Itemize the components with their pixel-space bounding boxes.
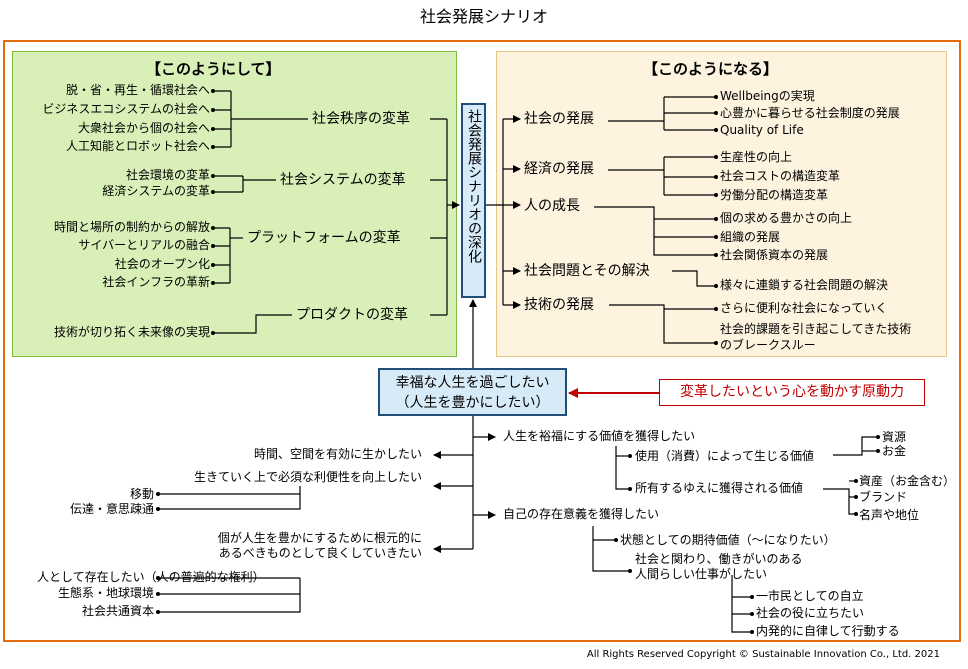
left-group-label: 社会システムの変革 <box>280 172 406 188</box>
left-item: 人工知能とロボット社会へ <box>65 139 210 153</box>
right-item: 様々に連鎖する社会問題の解決 <box>720 278 889 292</box>
lower-right-item: 名声や地位 <box>859 508 920 522</box>
left-item: 大衆社会から個の社会へ <box>77 121 210 135</box>
lower-left-item: 社会共通資本 <box>81 604 154 618</box>
right-item: 個の求める豊かさの向上 <box>720 211 853 225</box>
left-item: 時間と場所の制約からの解放 <box>53 220 210 234</box>
right-group-label: 経済の発展 <box>524 161 594 177</box>
left-group-label: プロダクトの変革 <box>296 307 408 323</box>
right-item: さらに便利な社会になっていく <box>720 301 888 315</box>
right-group-label: 人の成長 <box>524 198 580 214</box>
left-group-label: 社会秩序の変革 <box>312 111 410 127</box>
lower-right-item: お金 <box>882 444 907 458</box>
right-item: 社会的課題を引き起こしてきた技術 <box>720 322 912 336</box>
left-item: 技術が切り拓く未来像の実現 <box>53 325 210 339</box>
lower-left-label: 時間、空間を有効に生かしたい <box>253 447 422 461</box>
copyright: All Rights Reserved Copyright © Sustaina… <box>586 649 940 660</box>
lower-left-item: 移動 <box>129 487 154 501</box>
lower-right-item: ブランド <box>859 490 908 504</box>
lower-left-label: 生きていく上で必須な利便性を向上したい <box>193 470 422 484</box>
page-title: 社会発展シナリオ <box>419 7 548 26</box>
lower-right-item: 資産（お金含む） <box>859 474 956 488</box>
right-panel <box>496 51 947 357</box>
right-group-label: 技術の発展 <box>524 297 594 313</box>
left-panel-header: 【このようにして】 <box>146 60 281 78</box>
right-item: 心豊かに暮らせる社会制度の発展 <box>720 106 900 120</box>
lower-right-label: 自己の存在意義を獲得したい <box>503 507 660 521</box>
left-item: 経済システムの変革 <box>102 184 210 198</box>
right-item: のブレークスルー <box>720 338 816 352</box>
lower-right-item: 社会の役に立ちたい <box>756 606 865 620</box>
outer-frame <box>3 40 961 642</box>
lower-right-item: 内発的に自律して行動する <box>756 624 900 638</box>
left-item: 社会インフラの革新 <box>102 275 210 289</box>
lower-right-label: 所有するゆえに獲得される価値 <box>635 481 804 495</box>
right-group-label: 社会の発展 <box>524 111 594 127</box>
lower-left-item: 伝達・意思疎通 <box>69 502 154 516</box>
left-item: 脱・省・再生・循環社会へ <box>65 83 210 97</box>
right-item: 社会コストの構造変革 <box>720 169 841 183</box>
happy-line1: 幸福な人生を過ごしたい <box>395 375 550 391</box>
right-item: 社会関係資本の発展 <box>720 248 829 262</box>
driving-force-box: 変革したいという心を動かす原動力 <box>659 379 925 406</box>
left-item: 社会のオープン化 <box>114 257 210 271</box>
right-item: 生産性の向上 <box>720 150 793 164</box>
left-group-label: プラットフォームの変革 <box>247 230 401 246</box>
right-group-label: 社会問題とその解決 <box>524 263 650 279</box>
left-item: サイバーとリアルの融合 <box>78 238 210 252</box>
left-item: ビジネスエコシステムの社会へ <box>42 102 210 116</box>
lower-right-label: 社会と関わり、働きがいのある <box>635 552 803 566</box>
lower-left-item: 人として存在したい（人の普遍的な権利） <box>37 570 265 584</box>
lower-right-item: 資源 <box>882 430 907 444</box>
left-item: 社会環境の変革 <box>125 168 210 182</box>
lower-left-item: 生態系・地球環境 <box>57 586 154 600</box>
lower-right-item: 一市民としての自立 <box>756 589 864 603</box>
right-item: 組織の発展 <box>720 230 781 244</box>
lower-left-label: 個が人生を豊かにするために根元的に <box>217 531 422 545</box>
lower-left-label: あるべきものとして良くしていきたい <box>218 546 422 560</box>
left-panel <box>12 51 457 357</box>
right-item: Quality of Life <box>720 123 804 137</box>
right-item: Wellbeingの実現 <box>720 89 815 103</box>
right-item: 労働分配の構造変革 <box>720 188 829 202</box>
center-scenario-text: 社会発展シナリオの深化 <box>466 109 482 263</box>
happy-life-box: 幸福な人生を過ごしたい （人生を豊かにしたい） <box>378 368 567 416</box>
lower-right-label: 人生を裕福にする価値を獲得したい <box>503 429 696 443</box>
center-scenario-box: 社会発展シナリオの深化 <box>461 103 486 298</box>
right-panel-header: 【このようになる】 <box>643 60 779 78</box>
lower-right-label: 人間らしい仕事がしたい <box>635 567 768 581</box>
lower-right-label: 状態としての期待価値（～になりたい） <box>620 533 836 547</box>
happy-line2: （人生を豊かにしたい） <box>395 395 550 411</box>
lower-right-label: 使用（消費）によって生じる価値 <box>635 449 815 463</box>
